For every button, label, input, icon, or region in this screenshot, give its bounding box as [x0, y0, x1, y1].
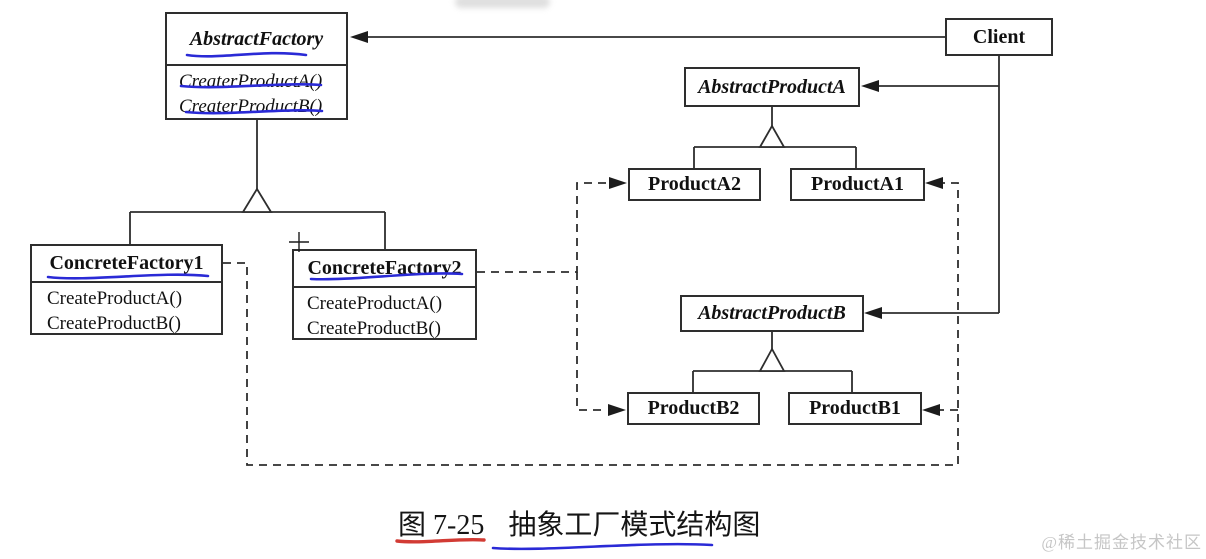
class-box-abstract-product-a: AbstractProductA — [684, 67, 860, 107]
concretefactory2-to-productb2-path — [576, 272, 607, 411]
concretefactory2-to-producta2-path — [477, 182, 608, 273]
method-create-product-a: CreateProductA() — [47, 288, 183, 309]
inheritance-triangle-factory — [241, 187, 273, 213]
abstractproducta-inherit-branches — [693, 146, 857, 168]
top-edge-smudge — [455, 0, 550, 8]
abstractproductb-inherit-branches — [692, 370, 853, 392]
method-create-product-a: CreateProductA() — [307, 293, 443, 314]
inheritance-triangle-producta — [758, 124, 786, 148]
class-box-product-a2: ProductA2 — [628, 168, 761, 201]
arrowhead-into-abstractproducta — [861, 80, 879, 92]
class-box-abstract-product-b: AbstractProductB — [680, 295, 864, 332]
inheritance-triangle-productb — [758, 347, 786, 372]
arrowhead-into-producta1 — [925, 177, 943, 189]
arrowhead-into-abstractproductb — [864, 307, 882, 319]
arrowhead-into-productb1 — [922, 404, 940, 416]
class-name-concrete-factory-1: ConcreteFactory1 — [32, 246, 221, 283]
class-box-product-b1: ProductB1 — [788, 392, 922, 425]
class-box-product-b2: ProductB2 — [627, 392, 760, 425]
class-box-client: Client — [945, 18, 1053, 56]
class-name-concrete-factory-2: ConcreteFactory2 — [294, 251, 475, 288]
method-creater-product-a: CreaterProductA() — [179, 71, 323, 92]
arrowhead-into-productb2 — [608, 404, 626, 416]
arrowhead-into-producta2 — [609, 177, 627, 189]
class-box-concrete-factory-1: ConcreteFactory1 CreateProductA() Create… — [30, 244, 223, 335]
method-creater-product-b: CreaterProductB() — [179, 96, 323, 117]
class-box-concrete-factory-2: ConcreteFactory2 CreateProductA() Create… — [292, 249, 477, 340]
watermark: @稀土掘金技术社区 — [1041, 533, 1202, 552]
class-name-abstract-factory: AbstractFactory — [167, 14, 346, 66]
method-create-product-b: CreateProductB() — [307, 318, 442, 339]
method-create-product-b: CreateProductB() — [47, 313, 182, 334]
class-box-abstract-factory: AbstractFactory CreaterProductA() Create… — [165, 12, 348, 120]
blue-underline-caption — [491, 542, 714, 551]
figure-caption: 图 7-25 抽象工厂模式结构图 — [398, 503, 760, 543]
figure-title: 抽象工厂模式结构图 — [508, 510, 761, 541]
figure-number: 图 7-25 — [398, 510, 485, 541]
class-box-product-a1: ProductA1 — [790, 168, 925, 201]
arrowhead-into-abstractfactory — [350, 31, 368, 43]
